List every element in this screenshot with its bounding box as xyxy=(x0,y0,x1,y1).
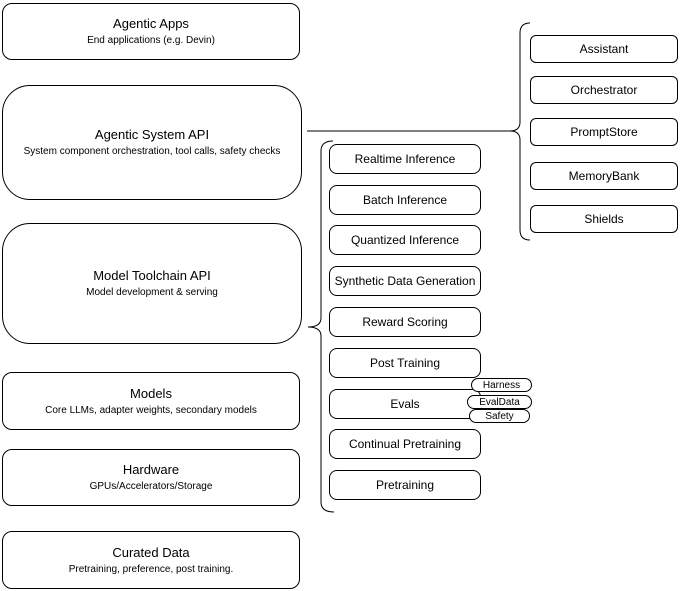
node-assistant: Assistant xyxy=(530,35,678,63)
node-subtitle: System component orchestration, tool cal… xyxy=(23,146,281,157)
node-label: Post Training xyxy=(369,356,441,370)
node-label: Continual Pretraining xyxy=(348,437,462,451)
node-label: PromptStore xyxy=(570,125,638,139)
node-post-training: Post Training xyxy=(329,348,481,378)
node-label: Realtime Inference xyxy=(354,152,456,166)
node-model-toolchain-api: Model Toolchain API Model development & … xyxy=(2,223,302,344)
system-group-brace xyxy=(509,22,531,241)
node-title: Hardware xyxy=(122,462,180,477)
node-subtitle: Model development & serving xyxy=(86,287,218,298)
node-orchestrator: Orchestrator xyxy=(530,76,678,104)
node-label: Pretraining xyxy=(375,478,435,492)
node-label: Quantized Inference xyxy=(350,233,460,247)
tag-safety: Safety xyxy=(469,409,530,423)
node-models: Models Core LLMs, adapter weights, secon… xyxy=(2,372,300,430)
node-agentic-apps: Agentic Apps End applications (e.g. Devi… xyxy=(2,3,300,60)
node-realtime-inference: Realtime Inference xyxy=(329,144,481,174)
tag-evaldata: EvalData xyxy=(467,395,532,409)
node-memorybank: MemoryBank xyxy=(530,162,678,190)
node-continual-pretraining: Continual Pretraining xyxy=(329,429,481,459)
node-subtitle: Pretraining, preference, post training. xyxy=(68,563,234,575)
tag-harness: Harness xyxy=(471,378,532,392)
node-title: Curated Data xyxy=(112,544,190,560)
node-label: Reward Scoring xyxy=(362,315,448,329)
node-batch-inference: Batch Inference xyxy=(329,185,481,215)
node-title: Agentic System API xyxy=(94,127,210,142)
node-title: Model Toolchain API xyxy=(93,268,211,283)
node-title: Models xyxy=(130,385,172,401)
node-pretraining: Pretraining xyxy=(329,470,481,500)
node-subtitle: End applications (e.g. Devin) xyxy=(87,35,215,46)
node-quantized-inference: Quantized Inference xyxy=(329,225,481,255)
tag-label: EvalData xyxy=(479,396,520,408)
node-title: Agentic Apps xyxy=(113,16,189,31)
node-shields: Shields xyxy=(530,205,678,233)
node-agentic-system-api: Agentic System API System component orch… xyxy=(2,85,302,200)
node-label: Orchestrator xyxy=(570,83,638,97)
node-label: Assistant xyxy=(579,42,629,56)
node-label: Evals xyxy=(390,397,420,411)
node-label: Synthetic Data Generation xyxy=(334,274,476,288)
node-subtitle: Core LLMs, adapter weights, secondary mo… xyxy=(45,404,257,416)
node-reward-scoring: Reward Scoring xyxy=(329,307,481,337)
node-evals: Evals xyxy=(329,389,481,419)
node-label: Batch Inference xyxy=(362,193,448,207)
tag-label: Safety xyxy=(485,410,514,422)
node-subtitle: GPUs/Accelerators/Storage xyxy=(89,481,213,492)
node-hardware: Hardware GPUs/Accelerators/Storage xyxy=(2,449,300,506)
node-promptstore: PromptStore xyxy=(530,118,678,146)
node-label: MemoryBank xyxy=(568,169,640,183)
tag-label: Harness xyxy=(482,379,521,391)
node-label: Shields xyxy=(584,212,624,226)
node-synthetic-data-generation: Synthetic Data Generation xyxy=(329,266,481,296)
node-curated-data: Curated Data Pretraining, preference, po… xyxy=(2,531,300,589)
